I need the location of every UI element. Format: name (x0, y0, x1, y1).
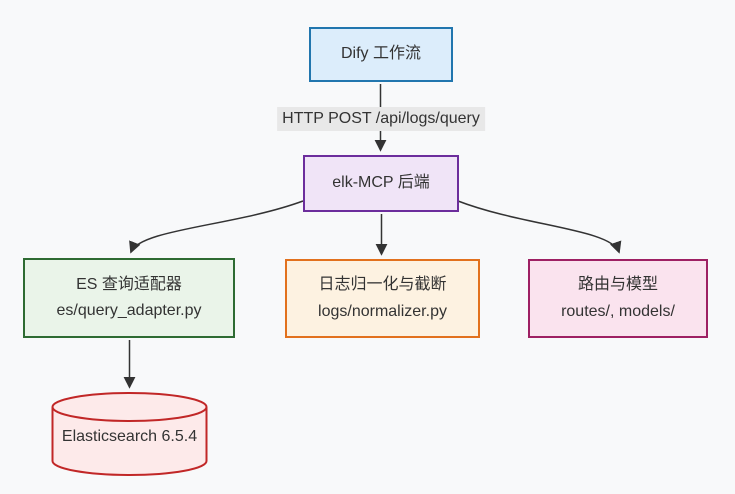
node-routes-title: 路由与模型 (577, 276, 658, 294)
node-dify-workflow: Dify 工作流 (309, 27, 453, 82)
node-normalizer-title: 日志归一化与截断 (318, 276, 447, 294)
edge-backend-routes (457, 200, 622, 254)
elasticsearch-cylinder-shape (51, 392, 208, 476)
node-es-adapter-subtitle: es/query_adapter.py (56, 302, 202, 319)
edge-label-http-post: HTTP POST /api/logs/query (277, 107, 485, 132)
node-routes-subtitle: routes/, models/ (561, 302, 675, 320)
node-elk-mcp-backend: elk-MCP 后端 (303, 155, 459, 212)
node-es-query-adapter: ES 查询适配器 es/query_adapter.py (23, 258, 235, 338)
node-backend-label: elk-MCP 后端 (332, 174, 430, 192)
node-routes-models: 路由与模型 routes/, models/ (528, 259, 708, 338)
node-log-normalizer: 日志归一化与截断 logs/normalizer.py (285, 259, 480, 338)
edge-backend-es-adapter (129, 200, 304, 254)
node-dify-label: Dify 工作流 (340, 45, 421, 63)
node-es-adapter-title: ES 查询适配器 (76, 275, 182, 293)
node-normalizer-subtitle: logs/normalizer.py (318, 302, 447, 320)
node-elasticsearch-label: Elasticsearch 6.5.4 (61, 428, 198, 445)
